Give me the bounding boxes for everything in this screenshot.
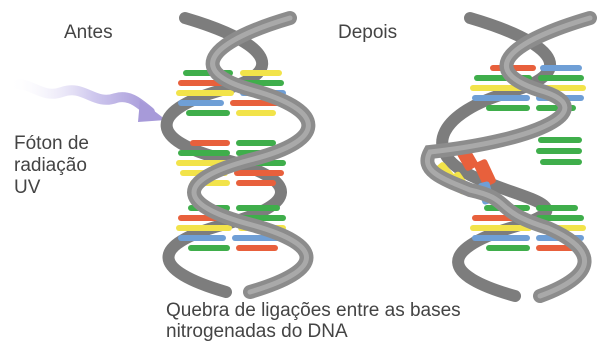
label-after: Depois <box>338 22 397 44</box>
uv-photon-arrow <box>8 84 166 122</box>
label-uv-photon-line-1: Fóton de <box>14 133 89 155</box>
caption: Quebra de ligações entre as bases nitrog… <box>166 300 461 342</box>
label-before: Antes <box>64 22 113 44</box>
caption-line-2: nitrogenadas do DNA <box>166 321 461 342</box>
label-uv-photon: Fóton de radiação UV <box>14 133 89 199</box>
dna-helix-before <box>167 18 309 292</box>
label-uv-photon-line-3: UV <box>14 177 89 199</box>
label-uv-photon-line-2: radiação <box>14 155 89 177</box>
caption-line-1: Quebra de ligações entre as bases <box>166 300 461 321</box>
dna-helix-after <box>427 18 590 296</box>
